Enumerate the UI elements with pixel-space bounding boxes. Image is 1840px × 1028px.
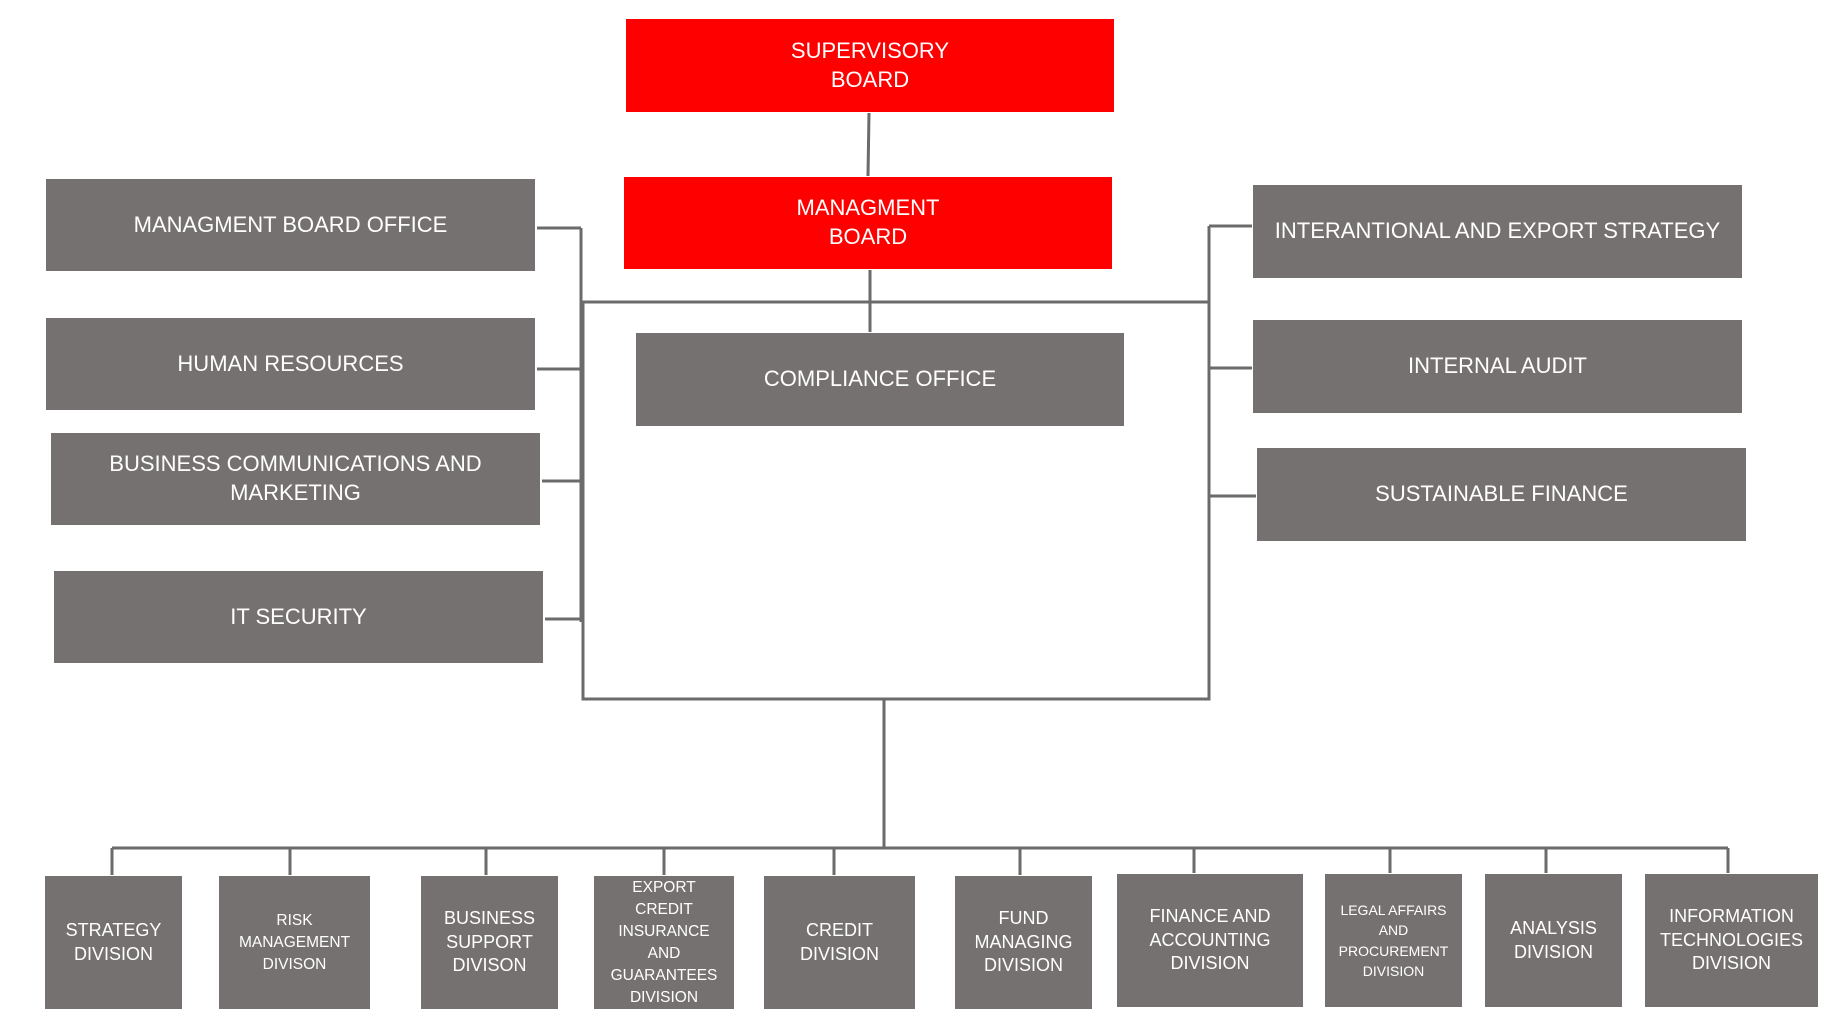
- unit-sustainable-finance: SUSTAINABLE FINANCE: [1257, 448, 1746, 541]
- supervisory-board-box: SUPERVISORY BOARD: [626, 19, 1114, 112]
- division-credit: CREDIT DIVISION: [764, 876, 915, 1009]
- unit-international-export-strategy: INTERANTIONAL AND EXPORT STRATEGY: [1253, 185, 1742, 278]
- division-label: EXPORT CREDIT INSURANCE AND GUARANTEES D…: [610, 878, 718, 1006]
- division-legal-affairs-procurement: LEGAL AFFAIRS AND PROCUREMENT DIVISION: [1325, 874, 1462, 1007]
- management-board-label: MANAGMENT BOARD: [796, 195, 940, 249]
- division-finance-accounting: FINANCE AND ACCOUNTING DIVISION: [1117, 874, 1303, 1007]
- unit-label: MANAGMENT BOARD OFFICE: [133, 211, 448, 237]
- division-label: FINANCE AND ACCOUNTING DIVISION: [1149, 905, 1271, 974]
- division-business-support: BUSINESS SUPPORT DIVISON: [421, 876, 558, 1009]
- division-fund-managing: FUND MANAGING DIVISION: [955, 876, 1092, 1009]
- management-board-box: MANAGMENT BOARD: [624, 177, 1112, 269]
- division-label: STRATEGY DIVISION: [65, 919, 162, 964]
- division-label: CREDIT DIVISION: [799, 919, 879, 964]
- unit-label: COMPLIANCE OFFICE: [763, 366, 997, 392]
- division-label: INFORMATION TECHNOLOGIES DIVISION: [1659, 905, 1804, 974]
- division-analysis: ANALYSIS DIVISION: [1485, 874, 1622, 1007]
- division-strategy: STRATEGY DIVISION: [45, 876, 182, 1009]
- supervisory-board-label: SUPERVISORY BOARD: [790, 37, 950, 92]
- unit-business-communications-marketing: BUSINESS COMMUNICATIONS AND MARKETING: [51, 433, 540, 525]
- unit-compliance-office: COMPLIANCE OFFICE: [636, 333, 1124, 426]
- unit-management-board-office: MANAGMENT BOARD OFFICE: [46, 179, 535, 271]
- unit-label: IT SECURITY: [230, 603, 367, 629]
- division-label: BUSINESS SUPPORT DIVISON: [443, 907, 536, 976]
- division-label: LEGAL AFFAIRS AND PROCUREMENT DIVISION: [1338, 901, 1449, 979]
- unit-label: BUSINESS COMMUNICATIONS AND MARKETING: [109, 451, 482, 505]
- division-label: FUND MANAGING DIVISION: [974, 907, 1073, 976]
- division-label: RISK MANAGEMENT DIVISON: [238, 911, 351, 973]
- unit-it-security: IT SECURITY: [54, 571, 543, 663]
- unit-label: HUMAN RESOURCES: [177, 350, 404, 376]
- division-information-technologies: INFORMATION TECHNOLOGIES DIVISION: [1645, 874, 1818, 1007]
- unit-label: SUSTAINABLE FINANCE: [1375, 481, 1628, 507]
- unit-internal-audit: INTERNAL AUDIT: [1253, 320, 1742, 413]
- division-export-credit-insurance: EXPORT CREDIT INSURANCE AND GUARANTEES D…: [594, 876, 734, 1009]
- unit-label: INTERNAL AUDIT: [1408, 353, 1587, 379]
- division-label: ANALYSIS DIVISION: [1510, 917, 1597, 962]
- unit-label: INTERANTIONAL AND EXPORT STRATEGY: [1274, 218, 1721, 244]
- division-risk-management: RISK MANAGEMENT DIVISON: [219, 876, 370, 1009]
- unit-human-resources: HUMAN RESOURCES: [46, 318, 535, 410]
